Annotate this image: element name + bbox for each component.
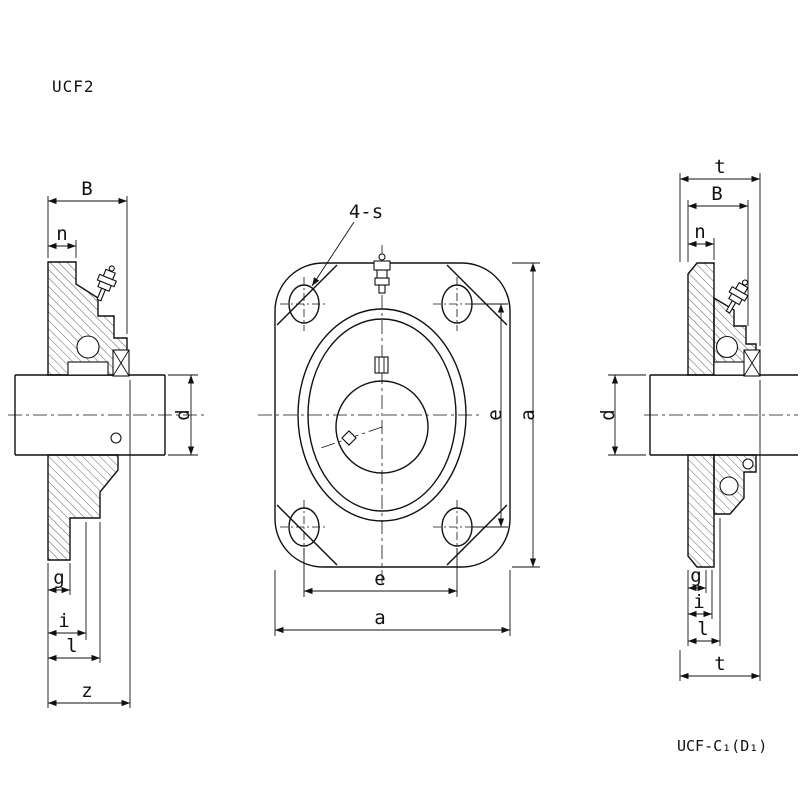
dim-label-n: n	[56, 223, 67, 245]
locating-hole	[110, 432, 122, 444]
dim-label-d: d	[172, 409, 194, 420]
dimension-lines	[611, 175, 760, 680]
grease-fitting-icon	[96, 265, 118, 302]
dim-label-l: l	[66, 635, 77, 657]
dim-label-d: d	[597, 409, 619, 420]
bearing-inner-ring	[67, 361, 109, 376]
dim-label-i: i	[58, 610, 69, 632]
set-screw	[743, 349, 761, 377]
dim-label-B: B	[81, 178, 92, 200]
dim-label-z: z	[81, 680, 92, 702]
bolt-holes-label: 4-s	[349, 201, 383, 223]
bearing-ball	[715, 335, 739, 359]
locating-hole	[742, 458, 754, 470]
dimension-lines	[275, 263, 537, 634]
dim-label-a-right: a	[517, 409, 539, 420]
right-side-view: t B n d g i l t	[597, 156, 798, 681]
extension-lines	[608, 173, 761, 681]
series-designation: UCF-C₁(D₁)	[677, 737, 767, 755]
dim-label-a-bottom: a	[374, 607, 385, 629]
dim-label-g: g	[690, 565, 701, 587]
dim-label-e-right: e	[484, 409, 506, 420]
bearing-inner-ring	[713, 361, 747, 376]
dim-label-n: n	[694, 221, 705, 243]
bearing-ball	[76, 335, 100, 359]
top-set-screw	[374, 356, 389, 374]
dim-label-g: g	[53, 567, 64, 589]
bolt-hole-leader	[311, 221, 355, 287]
dim-label-t-bottom: t	[714, 653, 725, 675]
grease-fitting-icon	[725, 279, 749, 314]
flange-section-upper	[687, 262, 715, 376]
dim-label-B: B	[711, 183, 722, 205]
dim-label-e-bottom: e	[374, 568, 385, 590]
set-screw	[112, 349, 130, 377]
drawing-title: UCF2	[52, 77, 95, 96]
grease-fitting-icon	[373, 253, 391, 294]
dimension-lines	[48, 197, 195, 707]
bore-circle	[335, 380, 429, 474]
angled-set-screw	[341, 430, 357, 446]
spigot-ring-inner	[307, 318, 457, 512]
dim-label-l: l	[697, 618, 708, 640]
spigot-ring-outer	[297, 308, 467, 522]
front-view: 4-s e a e a	[258, 201, 540, 636]
bearing-ball-lower	[719, 476, 739, 496]
flange-outline	[274, 262, 511, 568]
dim-label-i: i	[693, 591, 704, 613]
flange-section-lower	[687, 454, 715, 568]
corner-chamfer-lines	[276, 264, 508, 566]
dim-label-t-top: t	[714, 156, 725, 178]
housing-section-lower	[47, 454, 119, 561]
left-side-view: B n d g i l z	[8, 178, 205, 708]
